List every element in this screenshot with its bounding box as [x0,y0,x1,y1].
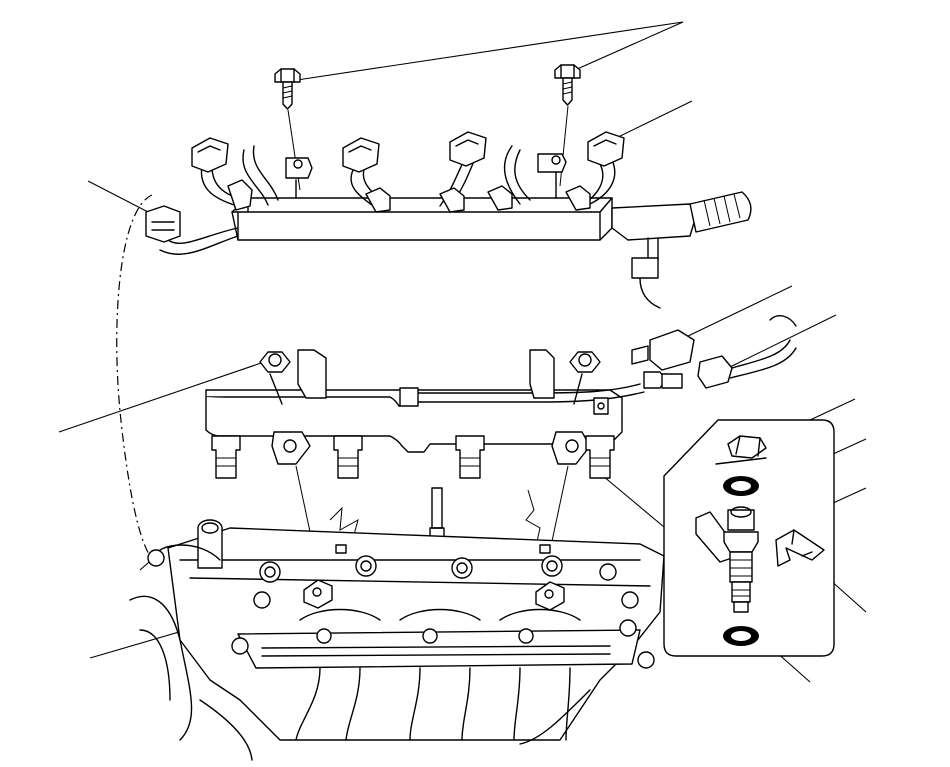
leader-fuel-hose [727,314,837,369]
fuel-injector-1-icon [211,435,241,479]
bolt-right-guide [559,105,569,187]
fuel-injector-detail-icon [695,506,759,613]
injector-clip-icon [775,529,825,567]
flange-nut-right-icon [569,351,601,405]
bolt-left-icon [274,68,301,110]
leader-flange-nut [58,359,271,433]
leader-fuel-connector [685,285,793,338]
intake-manifold-icon [129,519,665,761]
leader-detail-callout [602,475,665,528]
bolt-right-icon [554,64,581,106]
leader-side-connector [87,180,153,215]
fuel-rail-icon [205,349,645,465]
injector-detail-inset [663,419,835,657]
leader-harness-connector [611,100,693,141]
injector-harness-icon [145,131,752,309]
leader-bolt-right [574,21,684,71]
o-ring-top-icon [723,476,759,496]
rail-injectors [211,435,615,479]
fuel-injector-3-icon [455,435,485,479]
fuel-feed-connector-icon [631,315,797,389]
fuel-injector-2-icon [333,435,363,479]
cushion-ring-icon [727,435,767,459]
leader-bolt-left [296,21,684,81]
dashed-guide-line [116,194,153,557]
o-ring-bottom-icon [723,626,759,646]
flange-nut-left-icon [259,351,291,405]
fuel-injector-4-icon [585,435,615,479]
